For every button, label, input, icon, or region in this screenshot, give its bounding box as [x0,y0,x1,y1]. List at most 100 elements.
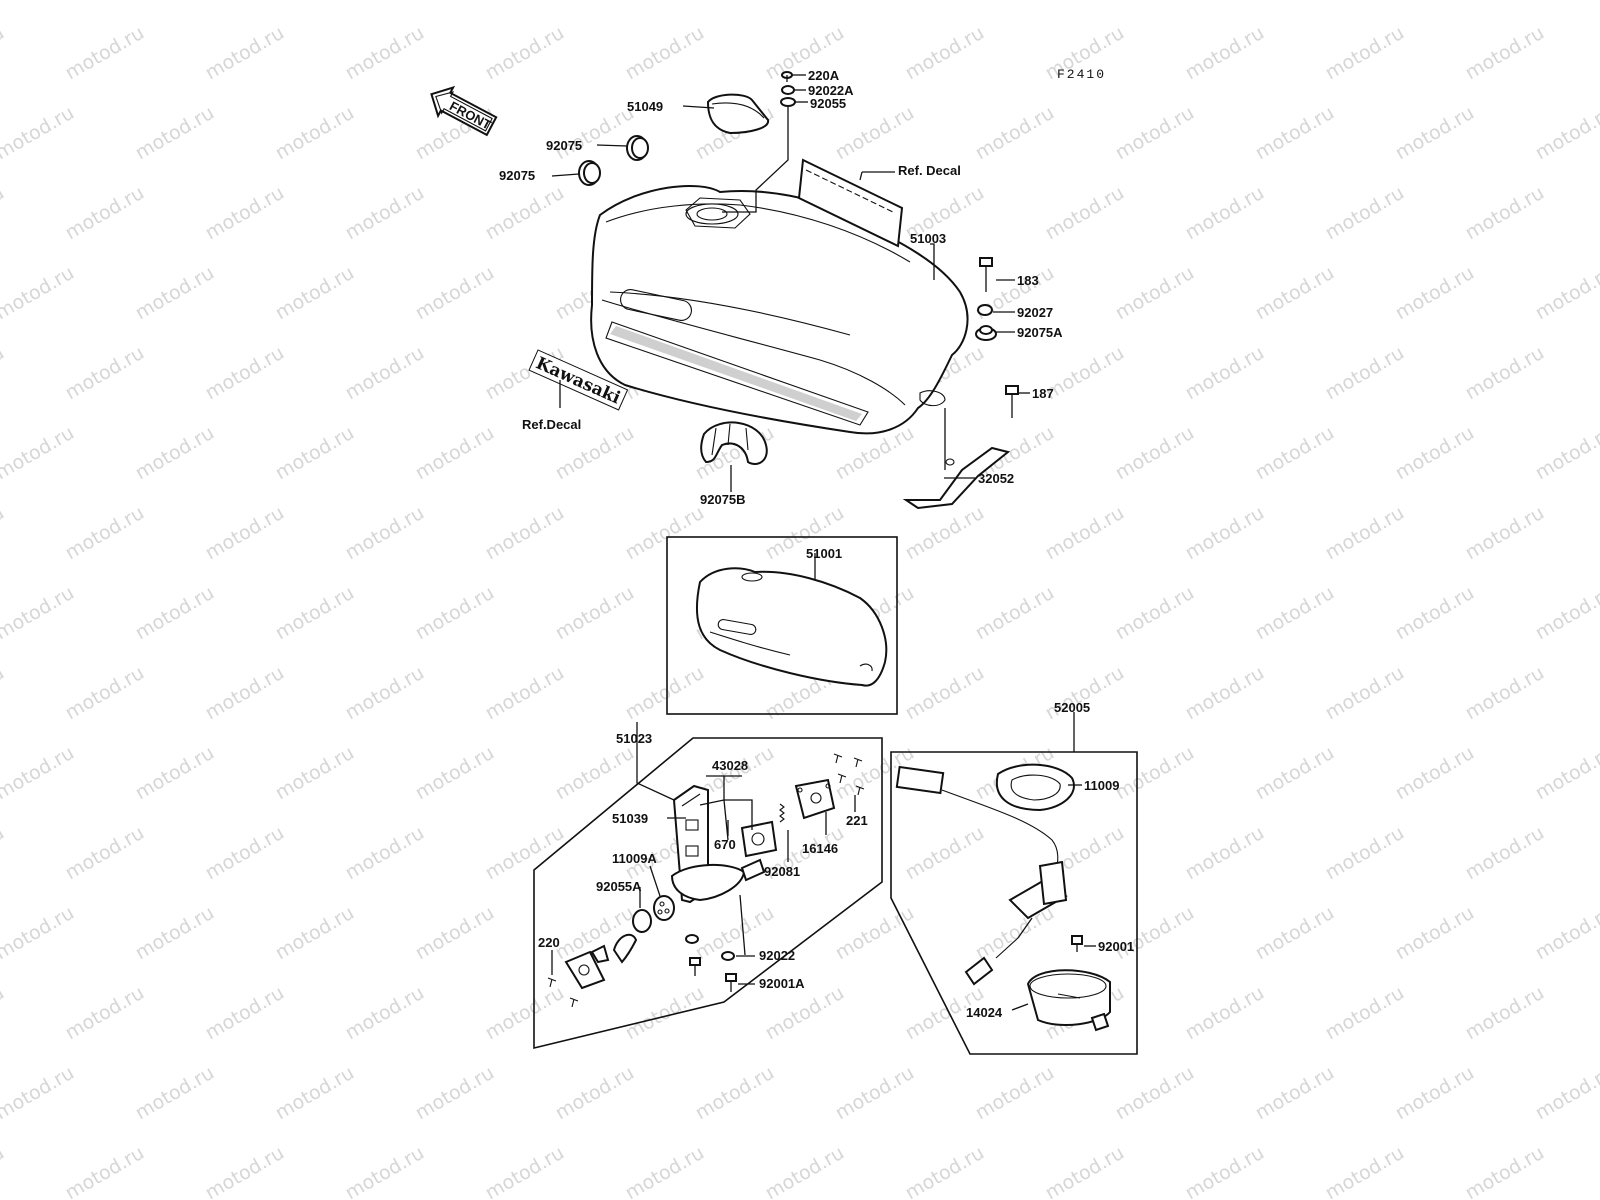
watermark-text: motod.ru [1182,502,1268,565]
gasket-92055A [632,909,652,933]
label-92022A: 92022A [808,83,854,98]
watermark-text: motod.ru [1112,1062,1198,1125]
watermark-text: motod.ru [622,662,708,725]
label-51003: 51003 [910,231,946,246]
watermark-text: motod.ru [972,102,1058,165]
watermark-text: motod.ru [482,502,568,565]
watermark-text: motod.ru [1322,982,1408,1045]
watermark-text: motod.ru [342,662,428,725]
gasket-92055 [780,97,796,107]
alt-tank-box [666,536,898,715]
watermark-text: motod.ru [0,1062,78,1125]
watermark-text: motod.ru [1042,502,1128,565]
watermark-text: motod.ru [342,502,428,565]
watermark-text: motod.ru [552,102,638,165]
watermark-text: motod.ru [1322,182,1408,245]
watermark-text: motod.ru [0,662,8,725]
lever-plate-43028 [740,820,778,858]
label-51049: 51049 [627,99,663,114]
spring-92081 [779,803,785,823]
watermark-text: motod.ru [1462,502,1548,565]
watermark-text: motod.ru [1182,822,1268,885]
watermark-text: motod.ru [342,982,428,1045]
watermark-text: motod.ru [1392,902,1478,965]
label-92075-upper: 92075 [546,138,582,153]
watermark-text: motod.ru [0,182,8,245]
watermark-text: motod.ru [1462,182,1548,245]
watermark-text: motod.ru [0,342,8,405]
watermark-text: motod.ru [1392,742,1478,805]
watermark-text: motod.ru [412,0,498,4]
watermark-text: motod.ru [0,262,78,325]
watermark-text: motod.ru [1112,742,1198,805]
watermark-text: motod.ru [832,1062,918,1125]
watermark-text: motod.ru [412,742,498,805]
watermark-text: motod.ru [62,22,148,85]
watermark-text: motod.ru [272,0,358,4]
watermark-text: motod.ru [1042,342,1128,405]
watermark-text: motod.ru [1252,0,1338,4]
watermark-text: motod.ru [1392,262,1478,325]
label-51023: 51023 [616,731,652,746]
washer-92022 [721,951,735,961]
label-92001: 92001 [1098,939,1134,954]
watermark-text: motod.ru [202,982,288,1045]
watermark-text: motod.ru [482,22,568,85]
watermark-text: motod.ru [1322,342,1408,405]
watermark-text: motod.ru [902,1142,988,1200]
watermark-text: motod.ru [902,22,988,85]
diagram-code: F2410 [1057,67,1106,82]
fuel-cap-51049 [706,93,770,135]
screw-220 [547,977,579,1008]
watermark-text: motod.ru [202,502,288,565]
watermark-text: motod.ru [272,422,358,485]
watermark-text: motod.ru [482,982,568,1045]
watermark-text: motod.ru [1042,1142,1128,1200]
damper-92075A [975,325,997,341]
watermark-text: motod.ru [342,822,428,885]
watermark-text: motod.ru [1252,422,1338,485]
strap-92075B [700,421,768,465]
watermark-text: motod.ru [1182,1142,1268,1200]
watermark-text: motod.ru [1112,422,1198,485]
fuel-tank-51001 [696,567,888,687]
watermark-text: motod.ru [1532,742,1600,805]
watermark-text: motod.ru [552,1062,638,1125]
label-51039: 51039 [612,811,648,826]
label-183: 183 [1017,273,1039,288]
sender-unit-52005 [895,765,1068,986]
bolt-92001 [1071,935,1083,952]
label-32052: 32052 [978,471,1014,486]
watermark-text: motod.ru [202,22,288,85]
watermark-text: motod.ru [62,182,148,245]
watermark-text: motod.ru [132,102,218,165]
label-92055A: 92055A [596,879,642,894]
watermark-text: motod.ru [1252,1062,1338,1125]
label-16146: 16146 [802,841,838,856]
filter-11009A [653,895,675,921]
watermark-text: motod.ru [132,262,218,325]
label-92022: 92022 [759,948,795,963]
watermark-text: motod.ru [972,582,1058,645]
watermark-text: motod.ru [1462,822,1548,885]
watermark-text: motod.ru [202,822,288,885]
watermark-text: motod.ru [1252,902,1338,965]
watermark-text: motod.ru [1182,22,1268,85]
watermark-text: motod.ru [1532,582,1600,645]
label-92075B: 92075B [700,492,746,507]
watermark-text: motod.ru [1532,102,1600,165]
watermark-text: motod.ru [0,1142,8,1200]
watermark-text: motod.ru [1532,262,1600,325]
watermark-text: motod.ru [1322,22,1408,85]
watermark-text: motod.ru [1252,262,1338,325]
watermark-text: motod.ru [902,662,988,725]
watermark-text: motod.ru [202,182,288,245]
watermark-text: motod.ru [0,822,8,885]
washer-92022-a [685,934,699,944]
watermark-text: motod.ru [1182,662,1268,725]
watermark-text: motod.ru [0,22,8,85]
watermark-text: motod.ru [1392,422,1478,485]
watermark-text: motod.ru [1322,662,1408,725]
watermark-text: motod.ru [1532,902,1600,965]
bolt-183 [979,257,993,292]
